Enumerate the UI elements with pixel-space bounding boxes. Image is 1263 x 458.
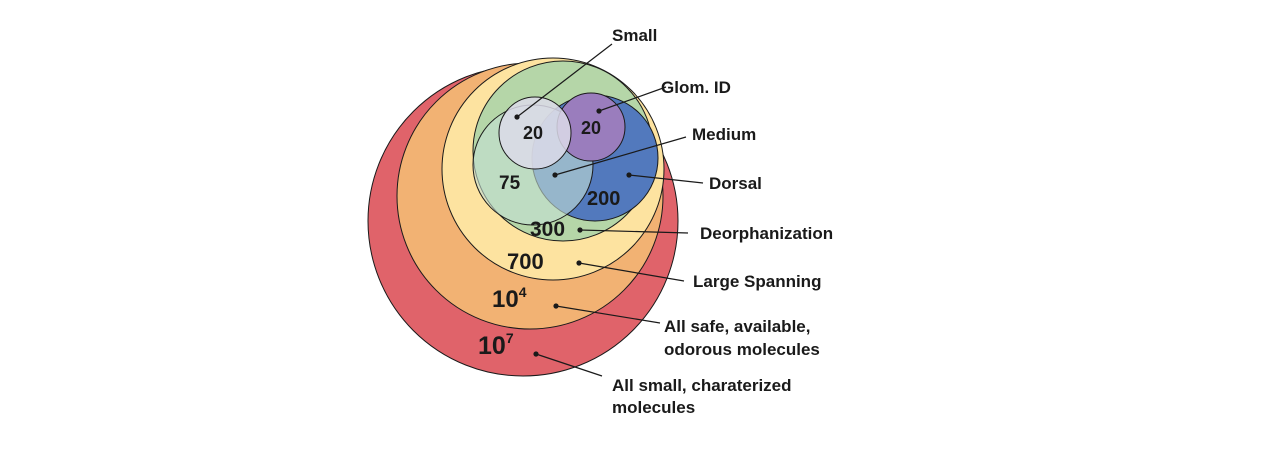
count-dorsal: 200 (587, 188, 620, 210)
label-all-small-line-1: All small, charaterized (612, 376, 792, 395)
label-deorphanization: Deorphanization (700, 224, 833, 243)
leader-all-small (535, 353, 603, 377)
set-counts: 107 104 700 300 200 75 20 20 (478, 118, 620, 360)
count-medium: 75 (499, 173, 521, 194)
count-glom-id: 20 (581, 118, 601, 138)
dot-safe (553, 303, 559, 309)
label-safe-line-2: odorous molecules (664, 340, 820, 359)
label-glom-id: Glom. ID (661, 78, 731, 97)
label-all-small-line-2: molecules (612, 398, 695, 417)
leader-glom-id (598, 86, 667, 112)
leader-deorphanization (579, 229, 689, 234)
dot-small (514, 114, 520, 120)
dot-deorphanization (577, 227, 583, 233)
dot-dorsal (626, 172, 632, 178)
leader-dorsal (628, 174, 704, 184)
count-safe: 104 (492, 284, 527, 313)
label-small: Small (612, 26, 657, 45)
dot-large-spanning (576, 260, 582, 266)
set-labels: Small Glom. ID Medium Dorsal Deorphaniza… (612, 26, 833, 417)
count-large-spanning: 700 (507, 249, 544, 274)
count-deorphanization: 300 (530, 218, 565, 241)
label-medium: Medium (692, 125, 756, 144)
leader-small (516, 43, 613, 118)
leader-large-spanning (578, 262, 685, 282)
label-large-spanning: Large Spanning (693, 272, 821, 291)
set-circles (367, 57, 679, 377)
count-all-small: 107 (478, 330, 514, 360)
dot-medium (552, 172, 558, 178)
label-safe-line-1: All safe, available, (664, 317, 810, 336)
dot-all-small (533, 351, 539, 357)
leader-safe (555, 305, 661, 324)
count-small: 20 (523, 123, 543, 143)
leader-medium (554, 136, 687, 176)
dot-glom-id (596, 108, 602, 114)
label-dorsal: Dorsal (709, 174, 762, 193)
leader-lines (514, 43, 704, 377)
